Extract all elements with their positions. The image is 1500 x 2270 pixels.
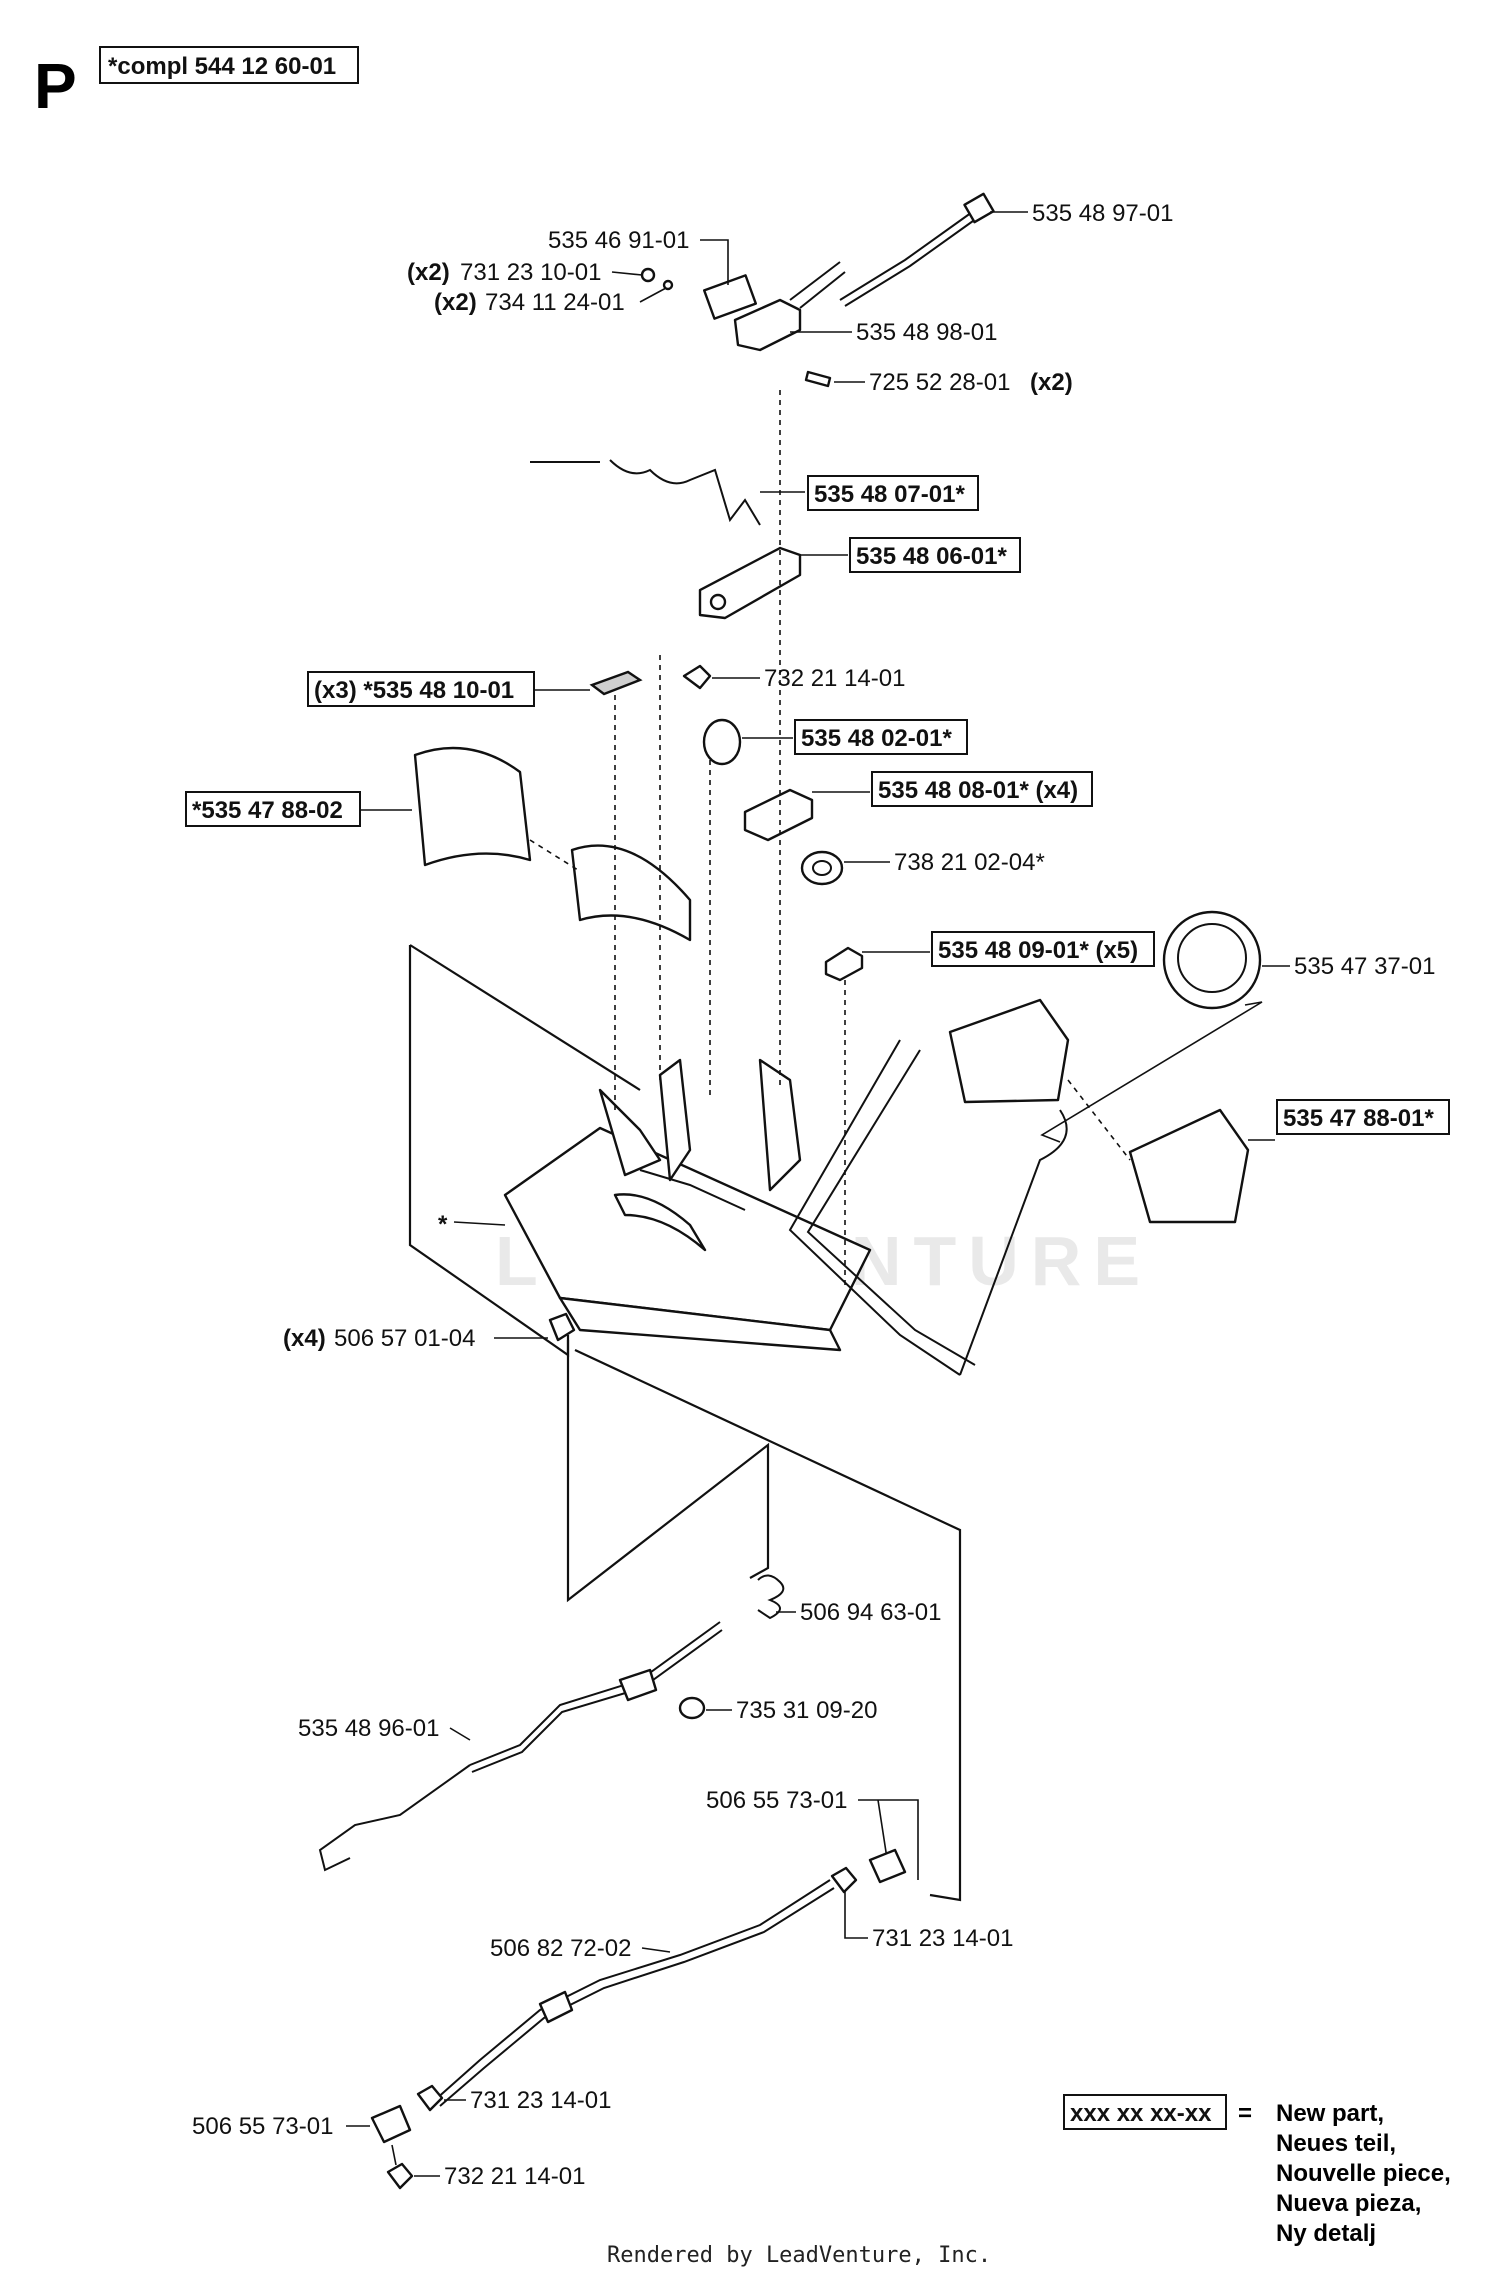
label-731-23-10-01[interactable]: 731 23 10-01 [460,259,601,286]
label-506-82-72-02[interactable]: 506 82 72-02 [490,1935,631,1962]
choke-cable [434,1879,835,2107]
pad-icon [589,670,643,696]
box-535-48-10-01 [307,671,535,707]
actuator-plate [698,546,848,620]
label-535-46-91-01[interactable]: 535 46 91-01 [548,227,689,254]
footer-credit: Rendered by LeadVenture, Inc. [607,2243,991,2268]
legend-line-3: Nouvelle piece, [1276,2160,1451,2187]
label-506-94-63-01[interactable]: 506 94 63-01 [800,1599,941,1626]
bolt-icon [548,1312,576,1342]
label-535-47-88-01[interactable]: 535 47 88-01* [1283,1105,1434,1132]
ball-joint-right-icon [868,1848,907,1884]
label-535-48-96-01[interactable]: 535 48 96-01 [298,1715,439,1742]
legend-line-1: New part, [1276,2100,1384,2127]
screw-725 [804,370,865,388]
pedal-cover-mid [570,844,692,942]
label-535-48-09-01[interactable]: 535 48 09-01* (x5) [938,937,1138,964]
label-738-21-02-04[interactable]: 738 21 02-04* [894,849,1045,876]
box-535-47-88-01 [1276,1099,1450,1135]
qty-725-52-28-01: (x2) [1030,369,1073,396]
qty-506-57-01-04: (x4) [283,1325,326,1352]
label-731-23-14-01-right[interactable]: 731 23 14-01 [872,1925,1013,1952]
label-535-47-37-01[interactable]: 535 47 37-01 [1294,953,1435,980]
label-535-47-88-02[interactable]: *535 47 88-02 [192,797,343,824]
pedal-pad-right [1128,1108,1250,1224]
pedal-knob-icon [1162,910,1262,1010]
switch-bracket [733,261,852,352]
pedal-cover-left [413,746,532,867]
bearing-icon [800,850,844,886]
legend-equals: = [1238,2100,1252,2127]
legend-key: xxx xx xx-xx [1070,2100,1212,2127]
label-535-48-10-01[interactable]: (x3) *535 48 10-01 [314,677,514,704]
label-732-21-14-01-bottom[interactable]: 732 21 14-01 [444,2163,585,2190]
box-535-48-06-01 [849,537,1021,573]
legend-line-4: Nueva pieza, [1276,2190,1421,2217]
nut-lower-icon [386,2162,414,2190]
label-734-11-24-01[interactable]: 734 11 24-01 [485,289,625,316]
label-506-55-73-01-right[interactable]: 506 55 73-01 [706,1787,847,1814]
box-535-48-07-01 [807,475,979,511]
label-535-48-08-01[interactable]: 535 48 08-01* (x4) [878,777,1078,804]
label-731-23-14-01-bottom[interactable]: 731 23 14-01 [470,2087,611,2114]
assembly-outline [566,1340,962,1902]
section-letter: P [34,50,77,122]
label-506-57-01-04[interactable]: 506 57 01-04 [334,1325,475,1352]
nut-icon [640,267,656,283]
ball-joint-left-icon [370,2104,412,2144]
qty-731-23-10-01: (x2) [407,259,450,286]
box-535-48-09-01 [931,931,1155,967]
legend-key-box [1063,2094,1227,2130]
nut-top-icon [682,664,712,690]
clip-icon [743,788,814,842]
tension-spring [757,1574,796,1620]
clamp-icon [824,946,864,982]
micro-switch [700,239,758,320]
label-535-48-98-01[interactable]: 535 48 98-01 [856,319,997,346]
box-535-48-02-01 [794,719,968,755]
washer-icon [662,279,674,291]
assembly-number: *compl 544 12 60-01 [108,53,336,80]
label-star: * [438,1211,448,1238]
nut-bottom-icon [416,2084,444,2112]
label-506-55-73-01-left[interactable]: 506 55 73-01 [192,2113,333,2140]
legend-line-5: Ny detalj [1276,2220,1376,2247]
connector-wire [839,192,1028,307]
label-535-48-97-01[interactable]: 535 48 97-01 [1032,200,1173,227]
label-735-31-09-20[interactable]: 735 31 09-20 [736,1697,877,1724]
label-725-52-28-01[interactable]: 725 52 28-01 [869,369,1010,396]
pedal-frame-assembly [408,390,1068,1376]
return-spring [530,459,805,526]
label-535-48-07-01[interactable]: 535 48 07-01* [814,481,965,508]
legend-line-2: Neues teil, [1276,2130,1396,2157]
e-clip-icon [678,1696,706,1720]
label-535-48-06-01[interactable]: 535 48 06-01* [856,543,1007,570]
throttle-cable [318,1621,723,1872]
legend: xxx xx xx-xx = New part, Neues teil, Nou… [1063,2094,1451,2247]
qty-734-11-24-01: (x2) [434,289,477,316]
label-732-21-14-01-top[interactable]: 732 21 14-01 [764,665,905,692]
label-535-48-02-01[interactable]: 535 48 02-01* [801,725,952,752]
pedal-pad-top-right [948,998,1070,1104]
assembly-box [99,46,359,84]
box-535-48-08-01 [871,771,1093,807]
nut-right-icon [830,1866,858,1894]
box-535-47-88-02 [185,791,361,827]
bushing-icon [702,718,742,766]
